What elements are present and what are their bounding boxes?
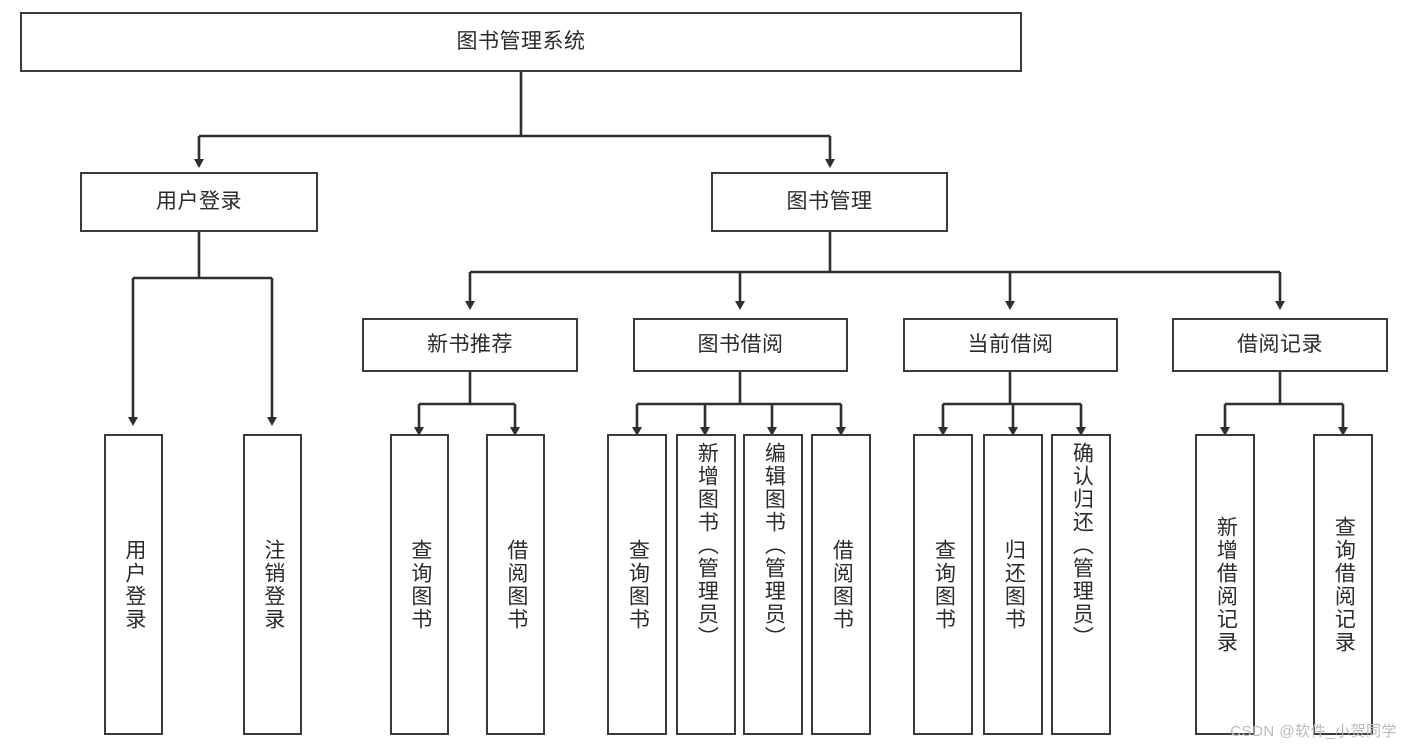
node-label: 借阅记录 [1237, 333, 1323, 357]
node-book-management[interactable]: 图书管理 [711, 172, 948, 232]
leaf-book-borrow-borrow-books[interactable]: 借阅图书 [811, 434, 871, 735]
node-label: 借阅图书 [504, 538, 528, 631]
leaf-current-borrow-query-books[interactable]: 查询图书 [913, 434, 973, 735]
leaf-borrow-record-add-record[interactable]: 新增借阅记录 [1195, 434, 1255, 735]
node-label: 新增借阅记录 [1214, 515, 1238, 654]
node-label: 当前借阅 [967, 333, 1054, 357]
node-book-borrow[interactable]: 图书借阅 [633, 318, 848, 372]
leaf-book-borrow-add-book-admin[interactable]: 新增图书（管理员） [676, 434, 736, 735]
node-new-book-recommend[interactable]: 新书推荐 [362, 318, 578, 372]
leaf-user-login-sign-in[interactable]: 用户登录 [104, 434, 163, 735]
leaf-current-borrow-return-books[interactable]: 归还图书 [983, 434, 1043, 735]
node-label: 借阅图书 [830, 538, 854, 631]
node-label: 新书推荐 [427, 333, 513, 357]
node-label: 图书管理 [786, 190, 873, 214]
leaf-book-borrow-query-books[interactable]: 查询图书 [607, 434, 667, 735]
node-label: 编辑图书（管理员） [762, 442, 786, 649]
node-borrow-record[interactable]: 借阅记录 [1172, 318, 1388, 372]
node-label: 注销登录 [261, 538, 285, 631]
leaf-new-book-borrow-books[interactable]: 借阅图书 [486, 434, 545, 735]
leaf-new-book-query-books[interactable]: 查询图书 [390, 434, 449, 735]
leaf-user-login-sign-out[interactable]: 注销登录 [243, 434, 302, 735]
node-label: 图书管理系统 [456, 30, 586, 54]
node-label: 查询图书 [932, 538, 956, 631]
leaf-book-borrow-edit-book-admin[interactable]: 编辑图书（管理员） [743, 434, 803, 735]
csdn-watermark: CSDN @软件_小贺同学 [1230, 723, 1397, 740]
node-label: 查询图书 [626, 538, 650, 631]
leaf-current-borrow-confirm-return-admin[interactable]: 确认归还（管理员） [1051, 434, 1111, 735]
node-current-borrow[interactable]: 当前借阅 [903, 318, 1118, 372]
node-label: 查询借阅记录 [1332, 515, 1356, 654]
node-label: 用户登录 [156, 190, 242, 214]
node-label: 用户登录 [122, 538, 146, 631]
node-label: 图书借阅 [697, 333, 784, 357]
node-label: 新增图书（管理员） [695, 442, 719, 649]
node-user-login[interactable]: 用户登录 [80, 172, 318, 232]
node-label: 查询图书 [408, 538, 432, 631]
leaf-borrow-record-query-record[interactable]: 查询借阅记录 [1313, 434, 1373, 735]
node-root-book-management-system[interactable]: 图书管理系统 [20, 12, 1022, 72]
node-label: 确认归还（管理员） [1070, 442, 1094, 649]
node-label: 归还图书 [1002, 538, 1026, 631]
